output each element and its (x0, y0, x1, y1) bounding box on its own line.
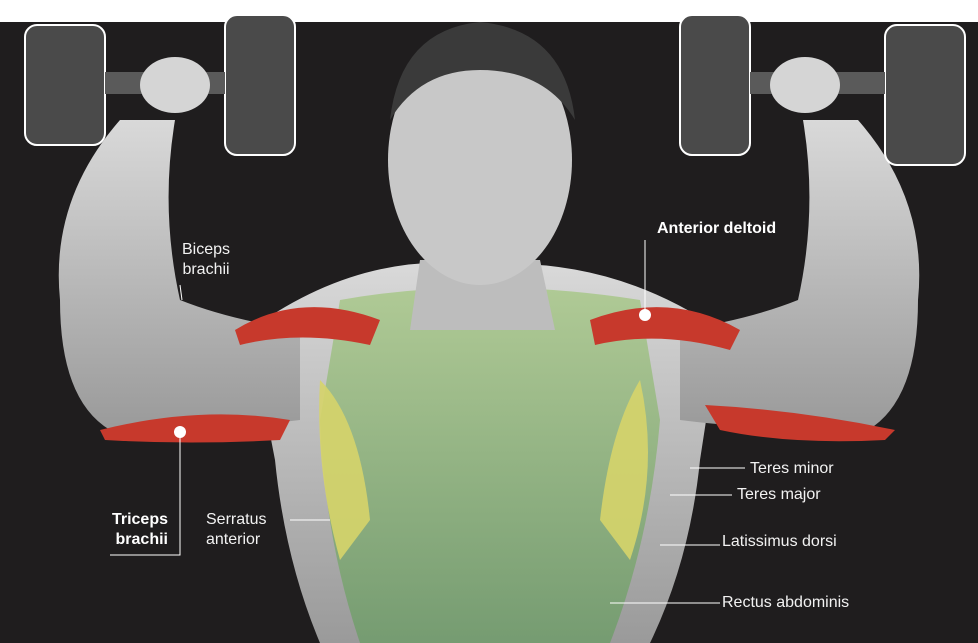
triceps-marker (174, 426, 186, 438)
label-latissimus-dorsi: Latissimus dorsi (722, 532, 837, 552)
label-triceps-brachii: Triceps brachii (98, 510, 168, 550)
label-serratus-anterior: Serratus anterior (206, 510, 266, 550)
label-anterior-deltoid: Anterior deltoid (657, 219, 776, 239)
left-arm (59, 120, 300, 430)
label-teres-major: Teres major (737, 485, 821, 505)
right-arm (680, 120, 919, 430)
label-biceps-brachii: Biceps brachii (182, 240, 230, 280)
leader-biceps (180, 285, 182, 300)
label-teres-minor: Teres minor (750, 459, 834, 479)
label-rectus-abdominis: Rectus abdominis (722, 593, 849, 613)
anterior-deltoid-marker (639, 309, 651, 321)
